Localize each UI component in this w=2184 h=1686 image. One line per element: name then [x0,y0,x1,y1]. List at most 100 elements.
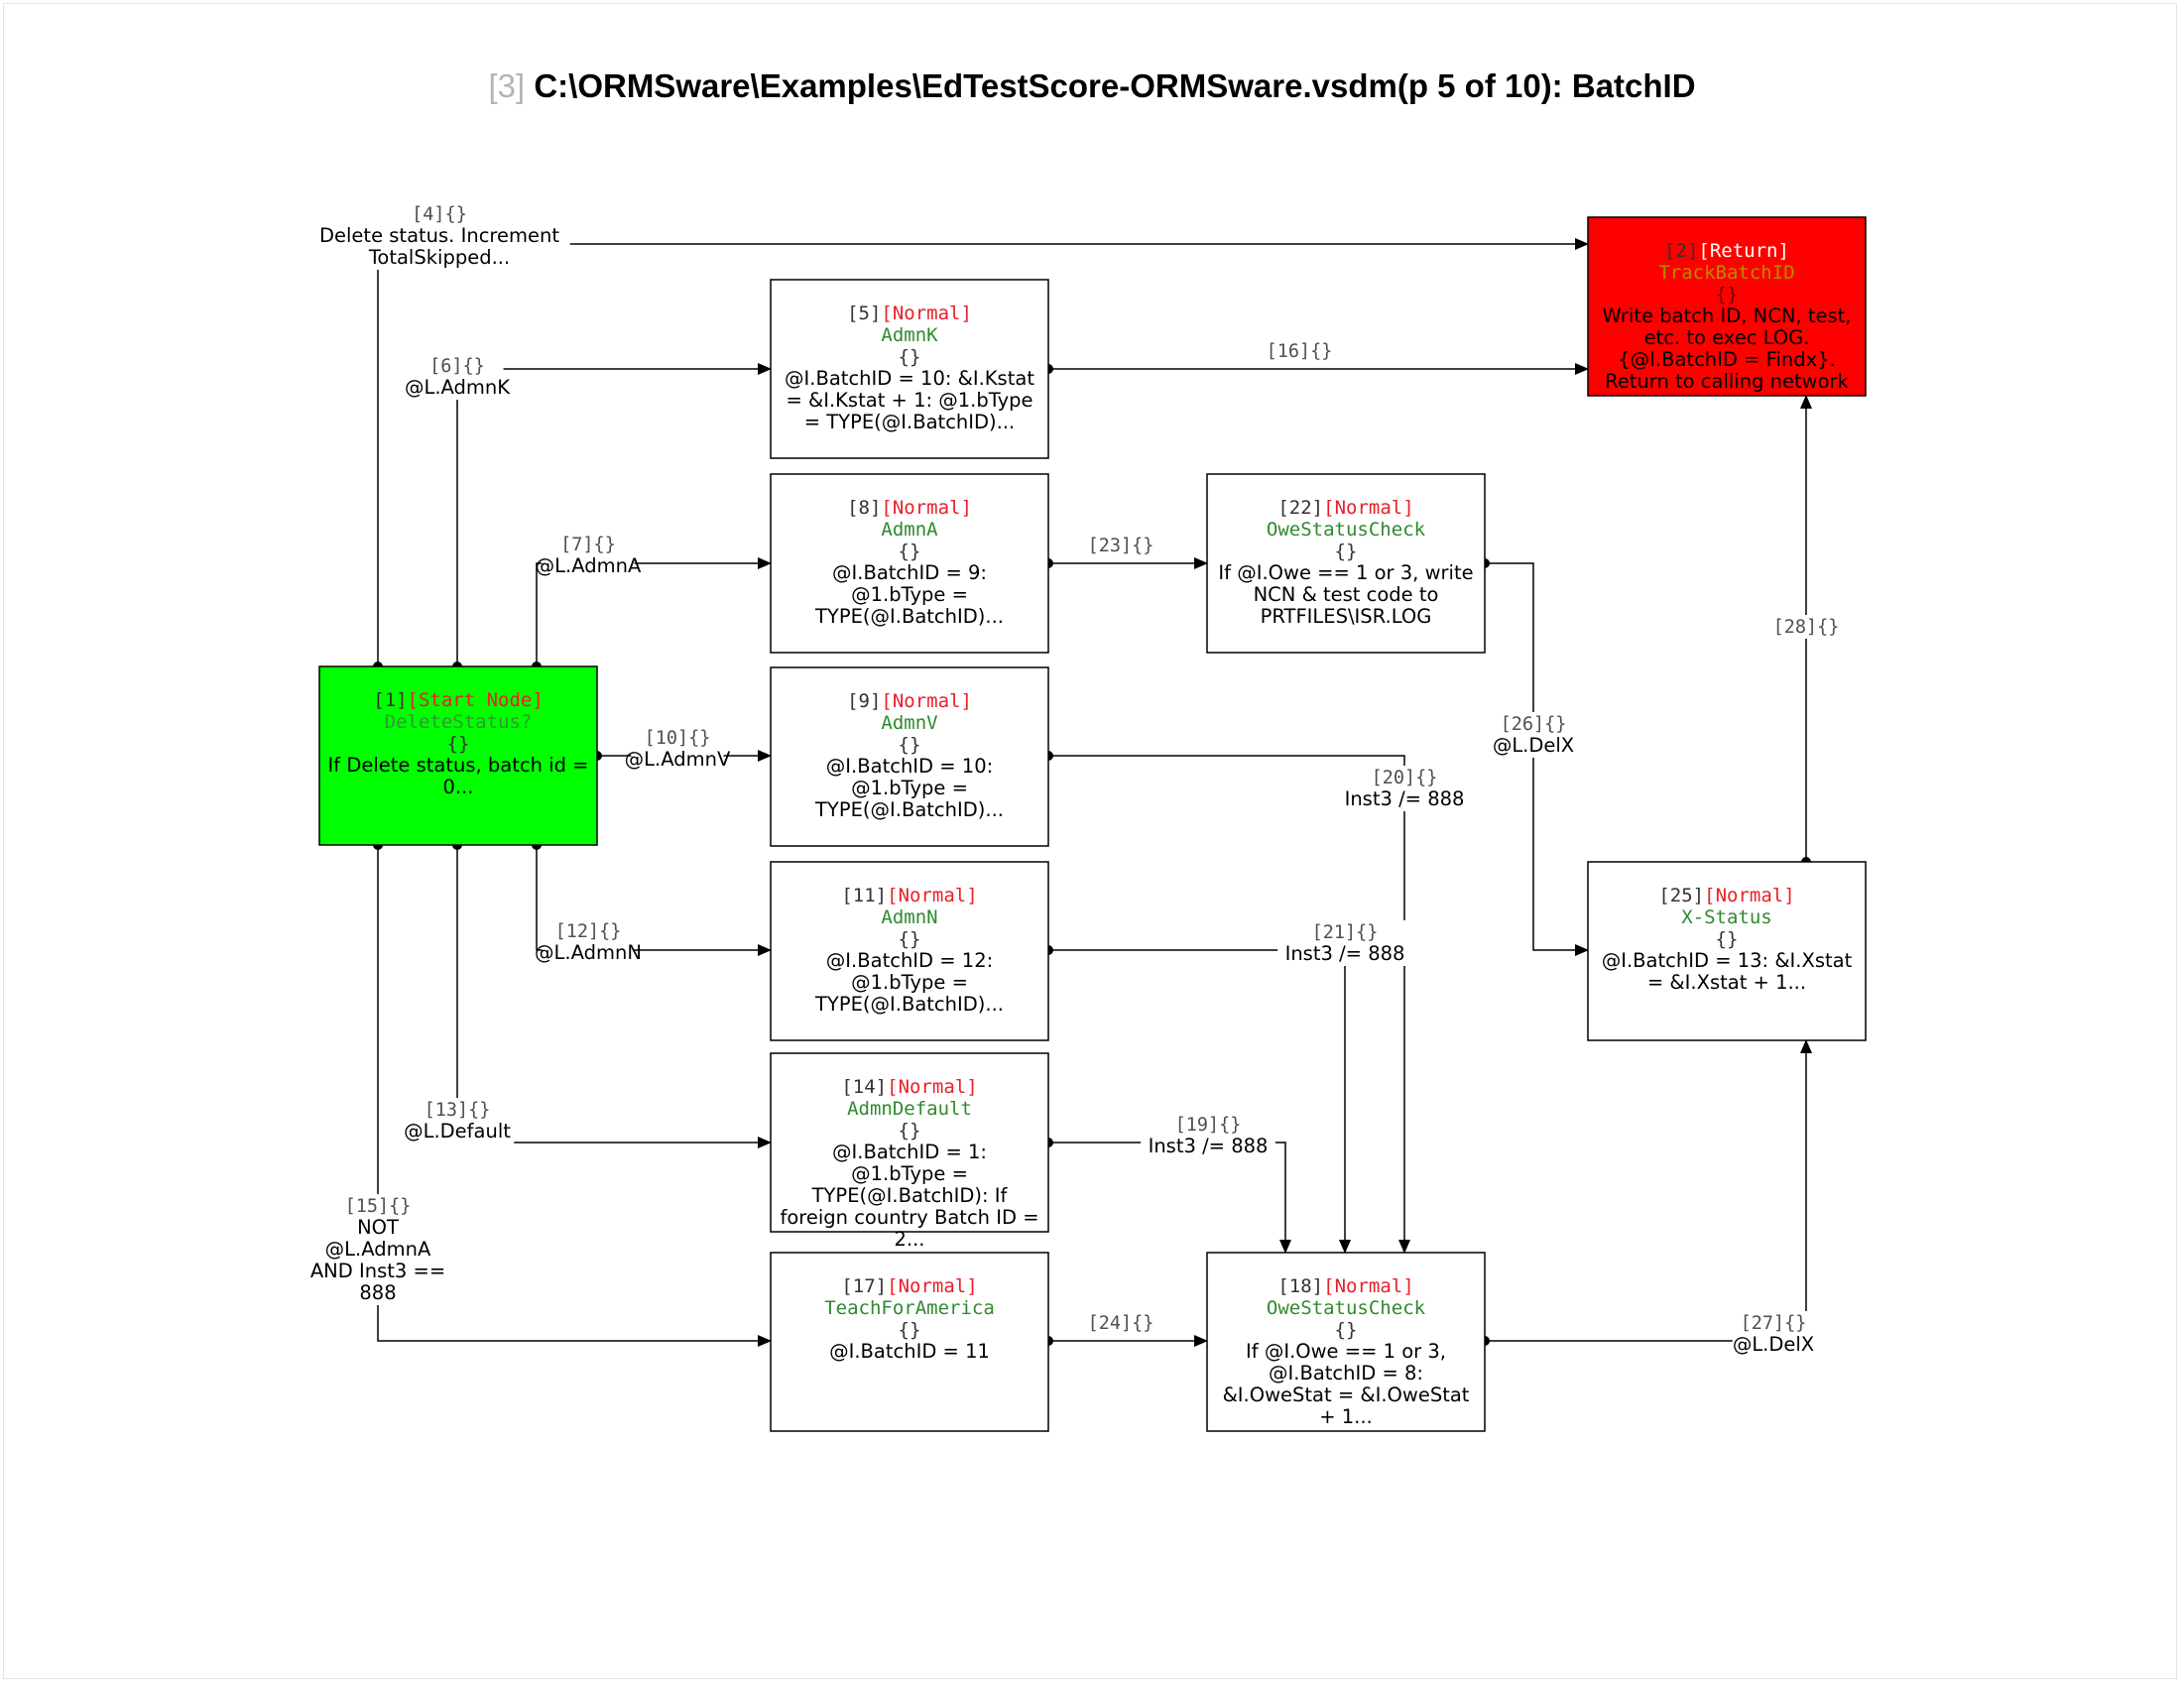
node-braces: {} [1716,284,1739,305]
node-teachforamerica[interactable]: [17][Normal]TeachForAmerica{}@I.BatchID … [770,1252,1049,1432]
node-body-line: Write batch ID, NCN, test, [1603,304,1852,327]
node-name: AdmnK [881,324,938,346]
edge-condition: @L.AdmnV [625,748,731,771]
edge-23[interactable] [1043,557,1208,569]
node-id: [1] [373,689,407,711]
node-body-line: foreign country Batch ID = [780,1206,1038,1229]
node-type: [Normal] [881,497,972,519]
node-type: [Normal] [881,690,972,712]
node-header: [11][Normal] [841,885,977,906]
node-admnn[interactable]: [11][Normal]AdmnN{}@I.BatchID = 12:@1.bT… [770,861,1049,1041]
edge-7[interactable] [532,557,772,671]
page-frame [3,3,2177,1679]
node-body-line: If @I.Owe == 1 or 3, [1246,1340,1446,1363]
edge-21[interactable] [1043,945,1351,1254]
edge-label: [7]{}@L.AdmnA [536,533,642,578]
edge-label-bg [310,1194,445,1305]
node-body-line: = &I.Xstat + 1... [1647,971,1806,994]
edge-label: [20]{}Inst3 /= 888 [1337,766,1472,811]
node-id: [8] [847,497,881,519]
edge-condition: @L.DelX [1493,734,1574,757]
edge-label-bg [411,354,504,400]
edge-label-bg [1492,712,1575,758]
node-body-line: @1.bType = [851,971,968,994]
node-trackbatchid[interactable]: [2][Return]TrackBatchID{}Write batch ID,… [1587,216,1867,397]
edge-label-bg [1260,339,1339,363]
edge-condition: TotalSkipped... [368,246,510,269]
node-header: [5][Normal] [847,302,972,324]
node-type: [Normal] [1323,1275,1414,1297]
node-type: [Start Node] [408,689,544,711]
edge-line [1048,1142,1291,1254]
edge-27[interactable] [1480,1039,1812,1346]
node-admnk[interactable]: [5][Normal]AdmnK{}@I.BatchID = 10: &I.Ks… [770,279,1049,459]
edge-20[interactable] [1043,751,1410,1254]
edge-line [456,363,772,666]
node-box [770,666,1049,847]
node-body-line: + 1... [1319,1405,1373,1428]
node-body-line: @I.BatchID = 11 [829,1340,990,1363]
node-name: AdmnA [881,519,938,541]
node-header: [14][Normal] [841,1076,977,1098]
node-body-line: @I.BatchID = 10: [826,755,993,778]
node-body-line: {@I.BatchID = Findx}. [1618,348,1836,371]
node-header: [25][Normal] [1658,885,1794,906]
edge-line [1485,1039,1812,1342]
node-name: OweStatusCheck [1267,1297,1426,1319]
node-body-line: @I.BatchID = 12: [826,949,993,972]
node-owestatuscheck[interactable]: [22][Normal]OweStatusCheck{}If @I.Owe ==… [1206,473,1486,654]
node-box [1206,1252,1486,1432]
node-admna[interactable]: [8][Normal]AdmnA{}@I.BatchID = 9:@1.bTyp… [770,473,1049,654]
edge-line [536,557,772,666]
edge-id: [4]{} [412,204,467,225]
node-header: [8][Normal] [847,497,972,519]
node-braces: {} [899,1120,921,1142]
node-box [770,473,1049,654]
node-id: [18] [1277,1275,1323,1297]
edge-condition: 888 [359,1281,396,1304]
node-admndefault[interactable]: [14][Normal]AdmnDefault{}@I.BatchID = 1:… [770,1052,1049,1251]
node-admnv[interactable]: [9][Normal]AdmnV{}@I.BatchID = 10:@1.bTy… [770,666,1049,847]
node-x-status[interactable]: [25][Normal]X-Status{}@I.BatchID = 13: &… [1587,861,1867,1041]
edge-label-bg [1081,534,1160,557]
node-braces: {} [899,734,921,756]
edge-condition: @L.AdmnN [535,941,642,964]
edge-label-bg [1766,615,1846,639]
node-header: [17][Normal] [841,1275,977,1297]
node-body-line: TYPE(@I.BatchID): If [811,1184,1009,1207]
node-id: [14] [841,1076,887,1098]
node-name: AdmnDefault [847,1098,972,1120]
edge-24[interactable] [1043,1335,1208,1347]
edge-13[interactable] [452,840,772,1148]
node-body-line: = TYPE(@I.BatchID)... [804,411,1016,433]
node-braces: {} [1335,1319,1358,1341]
node-braces: {} [899,1319,921,1341]
edge-label-bg [400,1098,515,1144]
node-box [318,665,598,846]
edge-id: [10]{} [645,728,711,749]
node-body-line: @1.bType = [851,1162,968,1185]
node-braces: {} [447,733,470,755]
node-id: [5] [847,302,881,324]
edge-id: [28]{} [1773,617,1840,638]
node-body-line: @I.BatchID = 10: &I.Kstat [785,367,1034,390]
edge-id: [23]{} [1088,536,1154,556]
node-box [1587,216,1867,397]
node-body-line: NCN & test code to [1254,583,1439,606]
edge-label-bg [631,726,724,772]
node-braces: {} [899,346,921,368]
edge-label: [28]{} [1766,615,1846,639]
edge-label: [10]{}@L.AdmnV [625,726,731,772]
node-body-line: If @I.Owe == 1 or 3, write [1218,561,1473,584]
edge-label: [23]{} [1081,534,1160,557]
edge-condition: @L.DelX [1733,1333,1814,1356]
edge-condition: Delete status. Increment [319,224,559,247]
node-owestatuscheck[interactable]: [18][Normal]OweStatusCheck{}If @I.Owe ==… [1206,1252,1486,1432]
edge-6[interactable] [452,363,772,671]
edge-line [377,845,772,1347]
node-body-line: TYPE(@I.BatchID)... [814,798,1004,821]
edge-condition: Inst3 /= 888 [1149,1135,1269,1157]
node-box [770,279,1049,459]
node-deletestatus[interactable]: [1][Start Node]DeleteStatus?{}If Delete … [318,665,598,846]
edge-16[interactable] [1043,363,1589,375]
